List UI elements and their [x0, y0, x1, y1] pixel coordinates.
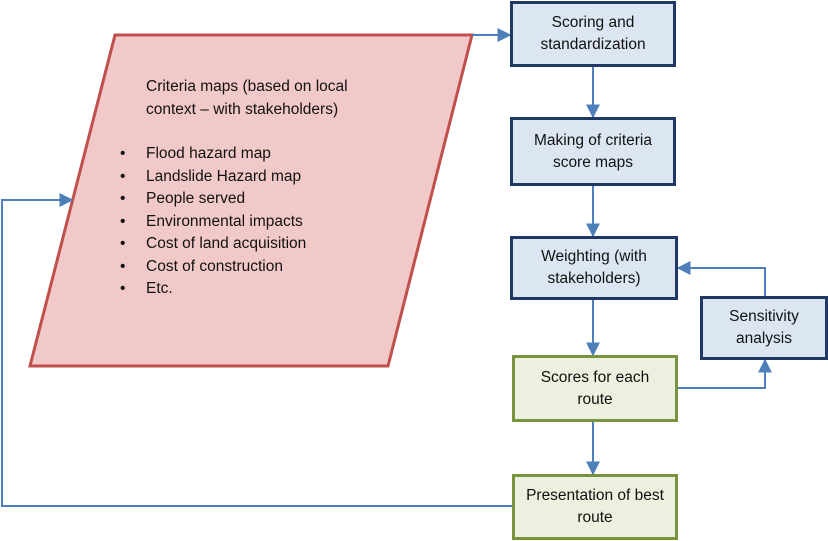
bullet-icon: • [120, 257, 126, 275]
criteria-item: • Environmental impacts [120, 211, 380, 234]
criteria-item: • Cost of land acquisition [120, 233, 380, 256]
weighting-box: Weighting (with stakeholders) [510, 236, 678, 300]
criteria-text: Criteria maps (based on local context – … [120, 76, 380, 301]
arrow-presentation-feedback [1, 193, 512, 507]
presentation-box: Presentation of best route [512, 474, 678, 540]
bullet-icon: • [120, 190, 126, 207]
sensitivity-box: Sensitivity analysis [700, 296, 828, 360]
scores-label: Scores for each route [540, 368, 650, 408]
criteria-list: •Flood hazard map •Landslide Hazard map … [120, 143, 380, 301]
criteria-parallelogram [28, 33, 474, 368]
criteria-item-label: Environmental impacts [146, 212, 303, 230]
criteria-item: • Cost of construction [120, 256, 380, 279]
criteria-item: • Flood hazard map [120, 143, 380, 166]
making-box: Making of criteria score maps [510, 117, 676, 186]
arrow-sensitivity-to-weighting [676, 261, 766, 296]
criteria-item-label: Landslide Hazard map [146, 167, 302, 185]
arrow-scores-to-sensitivity [678, 358, 772, 389]
making-label: Making of criteria score maps [533, 131, 652, 171]
bullet-icon: • [120, 280, 126, 297]
bullet-icon: • [120, 145, 126, 162]
criteria-item-label: People served [146, 190, 246, 207]
scores-box: Scores for each route [512, 355, 678, 422]
presentation-label: Presentation of best route [526, 487, 664, 526]
criteria-item-label: Etc. [146, 280, 173, 297]
bullet-icon: • [120, 235, 126, 252]
criteria-item-label: Flood hazard map [146, 145, 271, 162]
bullet-icon: • [120, 167, 126, 185]
criteria-item-label: Cost of construction [146, 257, 283, 275]
scoring-label: Scoring and standardization [540, 14, 646, 53]
criteria-item: • Etc. [120, 278, 380, 301]
criteria-item: • People served [120, 188, 380, 211]
weighting-label: Weighting (with stakeholders) [541, 248, 647, 287]
criteria-title: Criteria maps (based on local context – … [146, 78, 348, 118]
sensitivity-label: Sensitivity analysis [729, 308, 799, 347]
bullet-icon: • [120, 212, 126, 230]
scoring-box: Scoring and standardization [510, 1, 676, 67]
criteria-item-label: Cost of land acquisition [146, 235, 307, 252]
criteria-item: • Landslide Hazard map [120, 166, 380, 189]
